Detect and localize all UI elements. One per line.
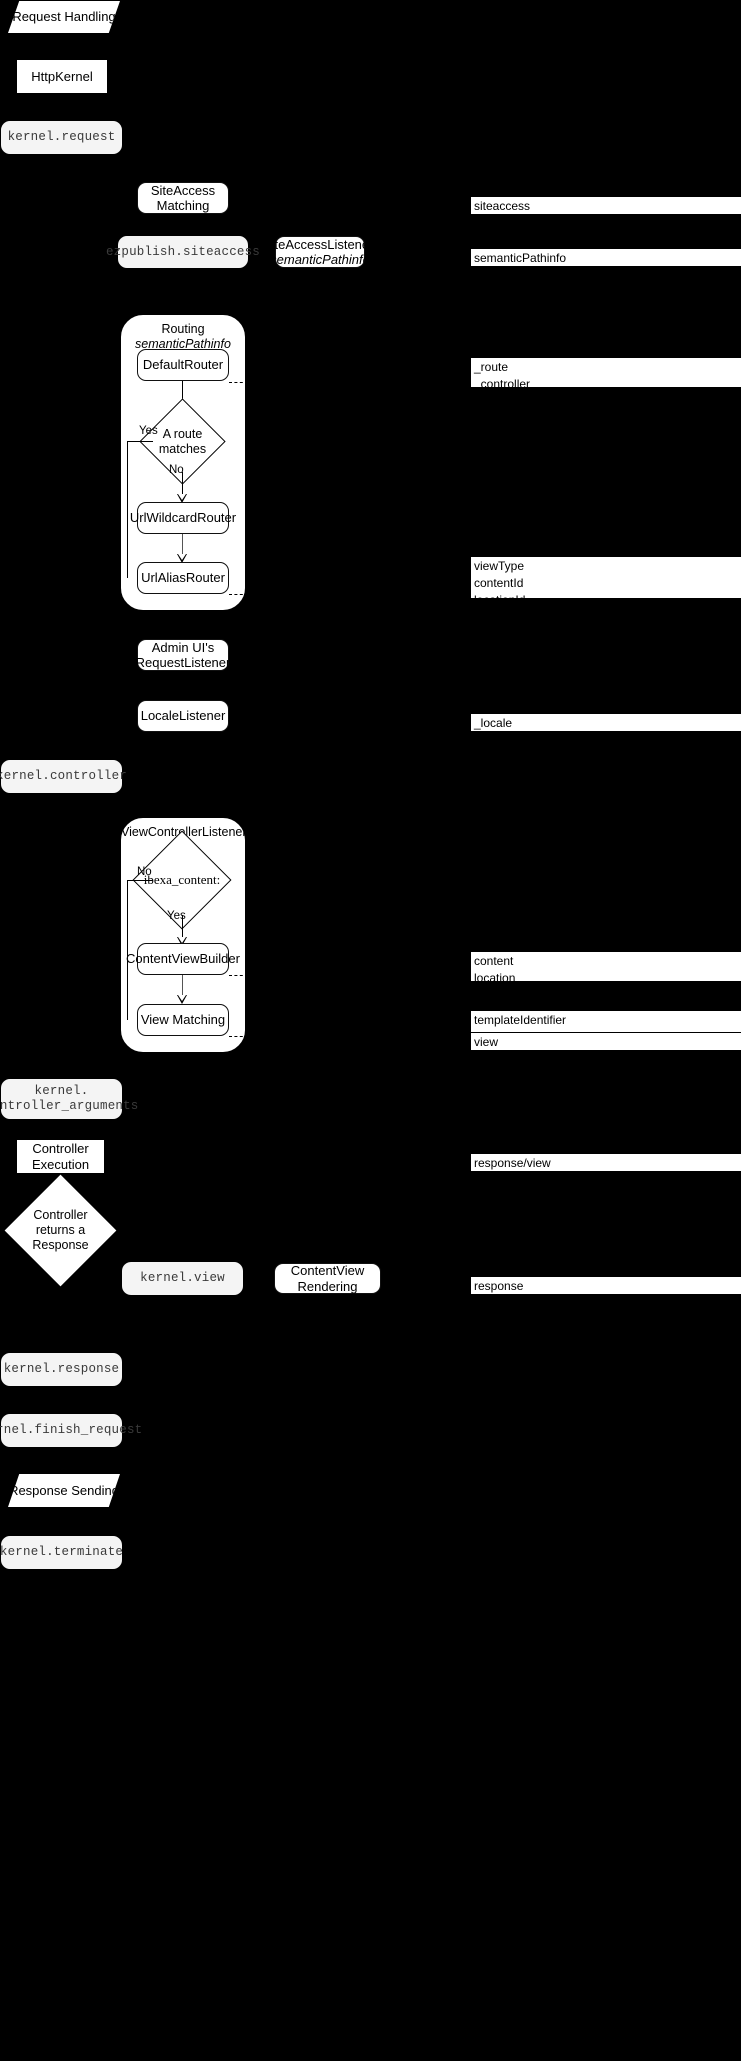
edge-label-route-yes: Yes xyxy=(139,425,158,437)
edge-label-route-no: No xyxy=(169,464,184,476)
node-view-matching: View Matching xyxy=(137,1004,229,1036)
node-kernel-controller-arguments: kernel. controller_arguments xyxy=(0,1079,138,1119)
annot-connector-template xyxy=(229,1036,259,1037)
arrowhead-ibexa-yes xyxy=(177,937,188,946)
default-router-label: DefaultRouter xyxy=(142,357,224,373)
kernel-finish-request-label: kernel.finish_request xyxy=(0,1423,143,1438)
route-matches-label: A route matches xyxy=(158,426,207,456)
edge-ibexa-yes-line xyxy=(182,915,183,942)
url-wildcard-router-label: UrlWildcardRouter xyxy=(129,510,237,526)
annotation-siteaccess: siteaccess xyxy=(470,196,741,215)
kernel-controller-arguments-label: kernel. controller_arguments xyxy=(0,1084,139,1113)
edge-route-yes-down xyxy=(127,441,128,578)
node-default-router: DefaultRouter xyxy=(137,349,229,381)
node-controller-execution: Controller Execution xyxy=(17,1140,104,1173)
node-url-alias-router: UrlAliasRouter xyxy=(137,562,229,594)
node-response-sending: Response Sending xyxy=(8,1474,120,1507)
edge-ibexa-no-down xyxy=(127,880,128,1020)
response-sending-label: Response Sending xyxy=(9,1482,119,1498)
annot-connector-viewtype xyxy=(229,594,259,595)
arrowhead-route-no xyxy=(177,494,188,503)
http-kernel-label: HttpKernel xyxy=(31,68,93,84)
kernel-controller-label: kernel.controller xyxy=(0,769,127,784)
node-url-wildcard-router: UrlWildcardRouter xyxy=(130,502,236,534)
node-kernel-terminate: kernel.terminate xyxy=(0,1536,124,1569)
annotation-semantic-pathinfo: semanticPathinfo xyxy=(470,248,741,267)
view-matching-label: View Matching xyxy=(140,1012,226,1028)
edge-wildcard-to-alias xyxy=(182,534,183,559)
node-ezpublish-siteaccess: ezpublish.siteaccess xyxy=(106,236,260,268)
admin-ui-request-listener-label: Admin UI's xyxy=(151,639,215,655)
decision-controller-returns-response: Controller returns a Response xyxy=(4,1174,117,1287)
siteaccess-listener-label: SiteAccessListener: xyxy=(262,236,378,252)
kernel-view-label: kernel.view xyxy=(140,1271,225,1286)
edge-builder-to-matching xyxy=(182,975,183,1000)
locale-listener-label: LocaleListener xyxy=(140,708,226,724)
decision-route-matches: A route matches xyxy=(139,398,226,485)
annotation-view: view xyxy=(470,1032,741,1051)
annotation-locale: _locale xyxy=(470,713,741,732)
decision-ibexa-content: ibexa_content: xyxy=(132,830,232,930)
node-kernel-controller: kernel.controller xyxy=(0,760,127,793)
annotation-response: response xyxy=(470,1276,741,1295)
controller-returns-response-label: Controller returns a Response xyxy=(32,1208,89,1252)
kernel-response-label: kernel.response xyxy=(3,1362,120,1377)
node-content-view-rendering: ContentView Rendering xyxy=(274,1263,381,1294)
ibexa-content-label: ibexa_content: xyxy=(143,872,221,888)
siteaccess-listener-sublabel: semanticPathinfo xyxy=(270,252,370,267)
node-kernel-request: kernel.request xyxy=(1,121,122,154)
annotation-response-view: response/view xyxy=(470,1153,741,1172)
node-request-handling: Request Handling xyxy=(8,1,120,33)
ezpublish-siteaccess-label: ezpublish.siteaccess xyxy=(105,244,261,259)
node-locale-listener: LocaleListener xyxy=(137,700,229,732)
kernel-request-label: kernel.request xyxy=(7,130,116,145)
routing-cluster-title-italic: semanticPathinfo xyxy=(135,337,231,351)
controller-execution-label: Controller Execution xyxy=(31,1141,90,1172)
annotation-content-location: content location xyxy=(470,951,741,982)
edge-label-ibexa-no: No xyxy=(137,866,152,878)
content-view-builder-label: ContentViewBuilder xyxy=(126,951,240,967)
node-kernel-response: kernel.response xyxy=(1,1353,122,1386)
annotation-route-controller: _route _controller xyxy=(470,357,741,388)
node-kernel-finish-request: kernel.finish_request xyxy=(0,1414,142,1447)
content-view-rendering-label: ContentView Rendering xyxy=(290,1263,365,1294)
edge-label-ibexa-yes: Yes xyxy=(167,910,186,922)
node-siteaccess-listener: SiteAccessListener: semanticPathinfo xyxy=(263,236,377,268)
annot-connector-route xyxy=(229,382,259,383)
arrowhead-wildcard-alias xyxy=(177,554,188,563)
node-admin-ui-request-listener: Admin UI's RequestListener xyxy=(135,639,231,671)
node-siteaccess-matching: SiteAccess Matching xyxy=(137,182,229,214)
routing-cluster-title-line1: Routing xyxy=(161,322,205,336)
edge-route-no-line xyxy=(182,472,183,499)
edge-defaultrouter-to-decision xyxy=(182,381,183,411)
siteaccess-matching-label: SiteAccess Matching xyxy=(150,182,216,213)
node-content-view-builder: ContentViewBuilder xyxy=(126,943,240,975)
request-handling-label: Request Handling xyxy=(12,9,116,25)
url-alias-router-label: UrlAliasRouter xyxy=(141,570,225,586)
kernel-terminate-label: kernel.terminate xyxy=(0,1545,124,1560)
node-http-kernel: HttpKernel xyxy=(17,60,107,93)
edge-ibexa-no-line xyxy=(127,880,153,881)
annotation-viewtype: viewType contentId locationId xyxy=(470,556,741,599)
admin-ui-request-listener-sublabel: RequestListener xyxy=(135,655,231,670)
annot-connector-content xyxy=(229,975,259,976)
node-kernel-view: kernel.view xyxy=(122,1262,243,1295)
edge-route-yes-line xyxy=(127,441,153,442)
arrowhead-builder-matching xyxy=(177,995,188,1004)
